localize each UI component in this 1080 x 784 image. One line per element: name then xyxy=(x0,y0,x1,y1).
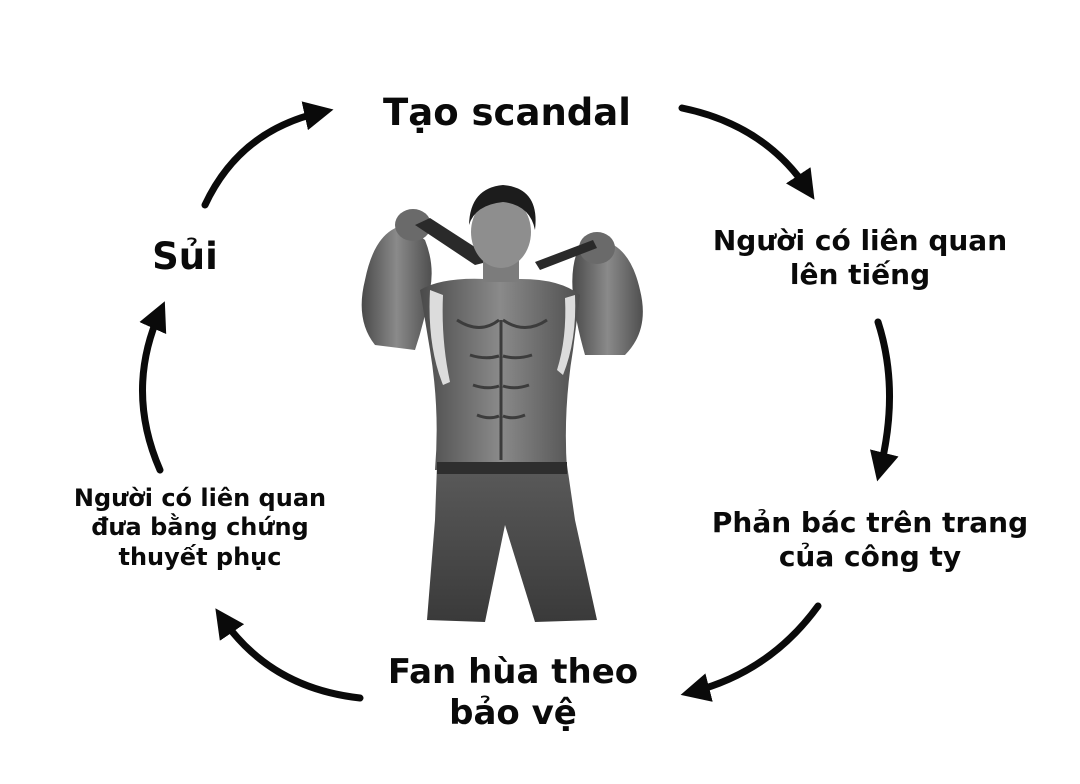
arrow-top-right xyxy=(678,104,815,200)
step-left-lower-line-1: Người có liên quan xyxy=(73,484,327,512)
center-figure-icon xyxy=(361,185,643,622)
step-phan-bac: Phản bác trên trang của công ty xyxy=(690,506,1050,574)
step-sui-text: Sủi xyxy=(152,235,218,278)
step-right-lower-line-2: của công ty xyxy=(778,540,962,574)
step-bottom-line-2: bảo vệ xyxy=(449,693,577,734)
step-left-lower-line-3: thuyết phục xyxy=(118,542,282,571)
step-right-lower-line-1: Phản bác trên trang xyxy=(711,506,1029,539)
step-bottom-line-1: Fan hùa theo xyxy=(387,652,639,692)
arrow-bottom-left xyxy=(215,608,364,702)
arrow-right xyxy=(870,318,899,482)
arrow-top-left xyxy=(201,101,334,209)
step-right-upper-line-2: lên tiếng xyxy=(789,258,931,292)
step-tao-scandal: Tạo scandal xyxy=(372,90,642,135)
step-dua-bang-chung: Người có liên quan đưa bằng chứng thuyết… xyxy=(50,484,350,572)
step-nguoi-lien-quan-len-tieng: Người có liên quan lên tiếng xyxy=(690,224,1030,292)
step-sui: Sủi xyxy=(130,234,240,279)
arrow-bottom-right xyxy=(680,602,822,702)
arrow-left xyxy=(139,301,167,474)
step-right-upper-line-1: Người có liên quan xyxy=(712,224,1008,257)
step-fan-hua-theo: Fan hùa theo bảo vệ xyxy=(378,652,648,735)
step-left-lower-line-2: đưa bằng chứng xyxy=(91,513,309,542)
step-tao-scandal-text: Tạo scandal xyxy=(383,91,631,134)
